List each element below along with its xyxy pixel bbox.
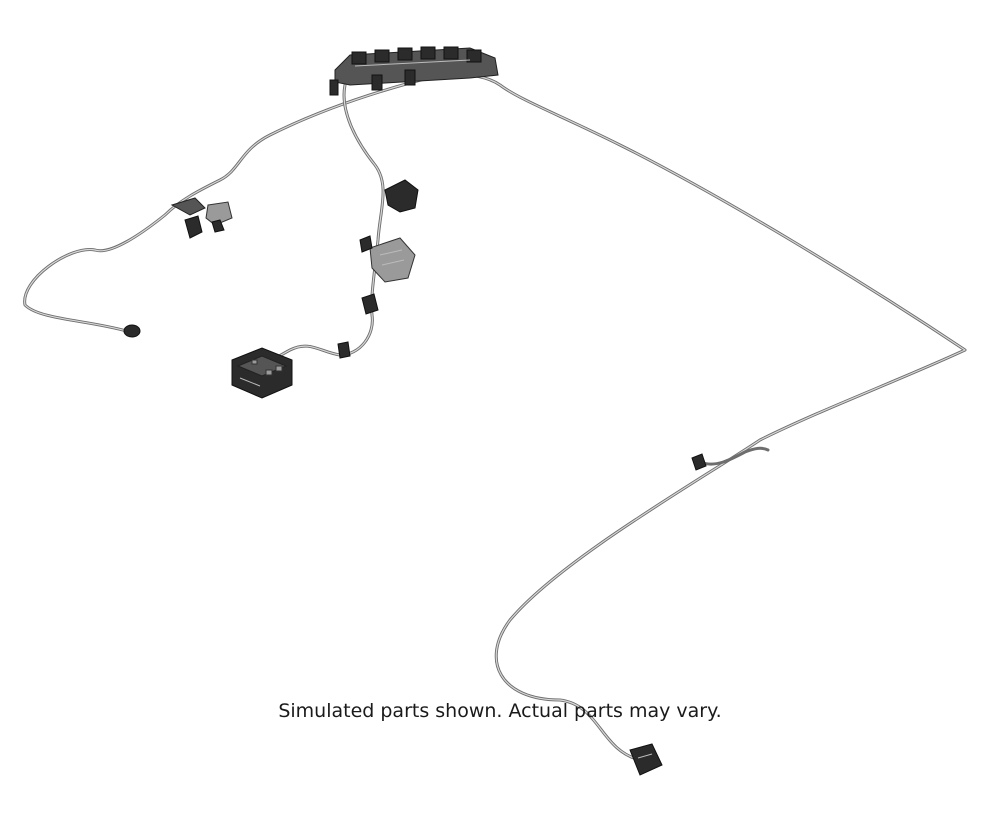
wire-main-right-run	[438, 72, 967, 762]
wire-branch-lower	[698, 446, 770, 466]
harness-wires	[23, 72, 967, 762]
wire-left-run	[23, 73, 442, 334]
branch-small-connector	[691, 453, 707, 471]
center-clips	[337, 179, 419, 359]
control-module	[231, 347, 293, 399]
top-connector-strip	[329, 46, 499, 96]
left-small-connectors	[123, 197, 233, 338]
disclaimer-caption: Simulated parts shown. Actual parts may …	[278, 700, 722, 722]
wire-center-drop	[253, 83, 385, 372]
end-connector-bottom	[629, 743, 663, 776]
